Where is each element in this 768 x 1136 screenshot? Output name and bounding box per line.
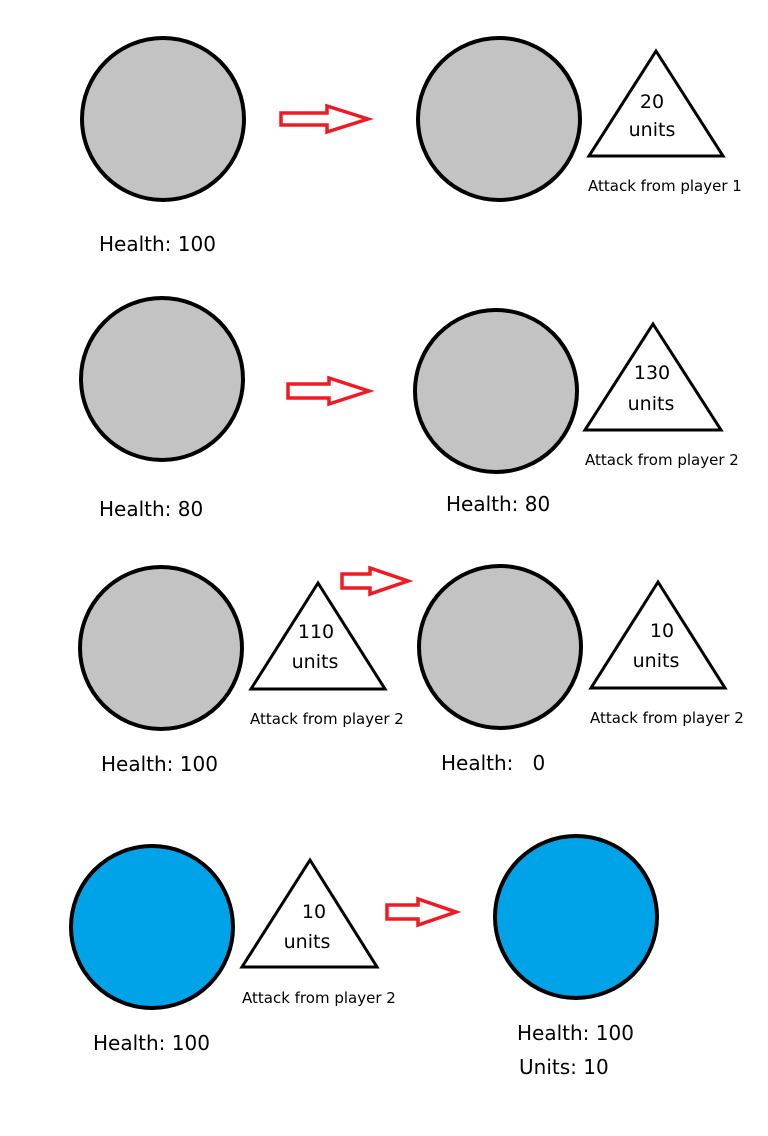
s3-right-health: Health: 0 [441, 751, 545, 775]
s3-left-health: Health: 100 [101, 752, 218, 776]
s2-right-attack-value: 130 [634, 362, 670, 384]
scenario-4: Health: 100 10 units Attack from player … [69, 834, 659, 1079]
s2-right-circle [413, 308, 579, 474]
s4-left-attack-caption: Attack from player 2 [242, 989, 396, 1007]
s2-right-attack-caption: Attack from player 2 [585, 451, 739, 469]
s3-left-attack-unit: units [292, 651, 339, 673]
s3-left-circle [78, 565, 244, 731]
scenario-2: Health: 80 Health: 80 130 units Attack f… [79, 296, 739, 521]
s3-right-attack-triangle [588, 579, 728, 690]
s4-arrow-icon [385, 896, 462, 928]
s4-right-health: Health: 100 [517, 1021, 634, 1045]
s2-right-attack-unit: units [628, 393, 675, 415]
s3-right-circle [417, 564, 583, 730]
s3-arrow-icon [340, 565, 414, 597]
s3-left-attack-triangle [248, 580, 388, 691]
s1-right-attack-value: 20 [640, 91, 664, 113]
s3-right-attack-unit: units [633, 650, 680, 672]
s4-left-health: Health: 100 [93, 1031, 210, 1055]
scenario-1: Health: 100 20 units Attack from player … [80, 36, 742, 256]
s4-left-attack-value: 10 [302, 901, 326, 923]
s1-arrow-icon [279, 103, 374, 135]
s3-right-attack-value: 10 [650, 620, 674, 642]
s4-left-attack-triangle [239, 857, 380, 969]
s3-right-attack-caption: Attack from player 2 [590, 709, 744, 727]
s1-right-attack-unit: units [629, 119, 676, 141]
s2-arrow-icon [286, 375, 375, 407]
s1-right-circle [416, 36, 582, 202]
s1-right-attack-triangle [586, 48, 726, 158]
s4-left-attack-unit: units [284, 931, 331, 953]
scenario-3: Health: 100 110 units Attack from player… [78, 564, 744, 776]
s2-left-circle [79, 296, 245, 462]
s1-left-circle [80, 36, 246, 202]
s2-right-health: Health: 80 [446, 492, 550, 516]
s4-left-circle [69, 844, 235, 1010]
s4-right-circle [493, 834, 659, 1000]
s2-right-attack-triangle [582, 321, 724, 432]
s2-left-health: Health: 80 [99, 497, 203, 521]
s3-left-attack-caption: Attack from player 2 [250, 710, 404, 728]
s4-right-units: Units: 10 [519, 1055, 609, 1079]
s3-left-attack-value: 110 [298, 621, 334, 643]
s1-right-attack-caption: Attack from player 1 [588, 177, 742, 195]
s1-left-health: Health: 100 [99, 232, 216, 256]
